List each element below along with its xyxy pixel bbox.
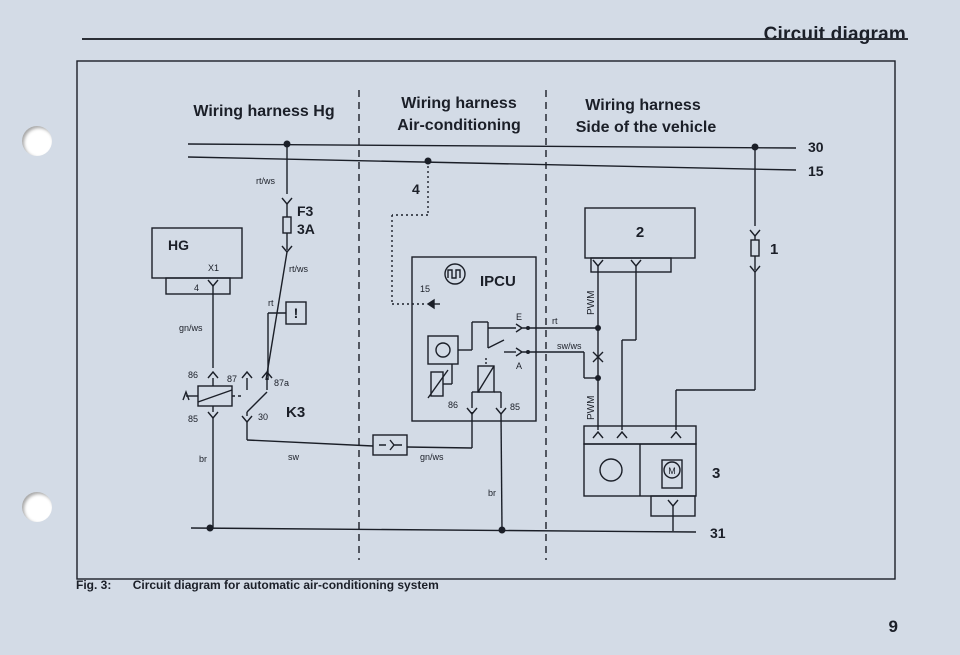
relay-pin85-label: 85 [188, 414, 198, 424]
rail-30 [187, 143, 797, 149]
section-vehicle-title-2: Side of the vehicle [576, 119, 717, 136]
wire-label-sw: sw [288, 452, 300, 462]
hg-unit [151, 227, 243, 279]
component-1-label: 1 [770, 241, 778, 258]
motor-icon [663, 461, 681, 479]
wire-label-gnws-mid: gn/ws [420, 452, 444, 462]
terminal-31-label: 31 [710, 525, 726, 541]
fuse-rating: 3A [297, 221, 315, 237]
hg-pin4-label: 4 [194, 283, 199, 293]
relay-pin87a-label: 87a [274, 378, 289, 388]
wire-label-rtws-top: rt/ws [256, 176, 275, 186]
pwm-label-bottom: PWM [586, 396, 597, 420]
ipcu-pin85-label: 85 [510, 402, 520, 412]
section-ac-title-2: Air-conditioning [397, 117, 521, 134]
ipcu-pin15-label: 15 [420, 284, 430, 294]
ipcu-unit [411, 256, 537, 422]
page-header: Circuit diagram [763, 24, 906, 45]
component-4-label: 4 [412, 181, 420, 197]
ipcu-pin86-label: 86 [448, 400, 458, 410]
section-hg-title: Wiring harness Hg [193, 103, 334, 120]
inline-connector [372, 434, 408, 456]
relay-pin87-label: 87 [227, 374, 237, 384]
wire-label-swws-a: sw/ws [557, 341, 582, 351]
fuse-name: F3 [297, 203, 314, 219]
section-vehicle-title-1: Wiring harness [585, 97, 701, 114]
ipcu-pulse-icon [444, 263, 466, 285]
punch-hole-bottom [22, 492, 52, 522]
component-2-label: 2 [636, 224, 644, 241]
header-rule [82, 38, 908, 40]
motor-label: M [668, 466, 676, 476]
ipcu-transistor [427, 335, 459, 365]
figure-caption-text: Circuit diagram for automatic air-condit… [132, 578, 439, 592]
punch-hole-top [22, 126, 52, 156]
pwm-label-top: PWM [586, 291, 597, 315]
wire-label-gnws-left: gn/ws [179, 323, 203, 333]
relay-name: K3 [286, 404, 305, 421]
wire-label-br-mid: br [488, 488, 496, 498]
terminal-30-label: 30 [808, 139, 824, 155]
warning-symbol: ! [294, 305, 299, 321]
blower-transistor-icon [599, 458, 623, 482]
terminal-15-label: 15 [808, 163, 824, 179]
wire-label-br-left: br [199, 454, 207, 464]
hg-x1-label: X1 [208, 263, 219, 273]
ipcu-pinE-label: E [516, 312, 522, 322]
ipcu-pinA-label: A [516, 361, 522, 371]
fuse-f3 [282, 216, 292, 234]
wire-label-rt-warn: rt [268, 298, 274, 308]
wire-label-rt-e: rt [552, 316, 558, 326]
rail-15 [187, 156, 797, 171]
component-3-label: 3 [712, 465, 720, 482]
section-ac-title-1: Wiring harness [401, 95, 517, 112]
ipcu-relay-coil [477, 365, 495, 393]
figure-caption: Fig. 3: Circuit diagram for automatic ai… [76, 578, 439, 592]
page-number: 9 [888, 617, 898, 636]
rail-31 [190, 527, 697, 533]
hg-label: HG [168, 237, 189, 253]
wire-label-rtws-mid: rt/ws [289, 264, 308, 274]
figure-label: Fig. 3: [76, 578, 112, 592]
relay-pin30-label: 30 [258, 412, 268, 422]
ipcu-name: IPCU [480, 273, 516, 290]
circuit-diagram: Wiring harness Hg Wiring harness Air-con… [76, 60, 896, 580]
relay-pin86-label: 86 [188, 370, 198, 380]
fuse-1 [750, 239, 760, 257]
